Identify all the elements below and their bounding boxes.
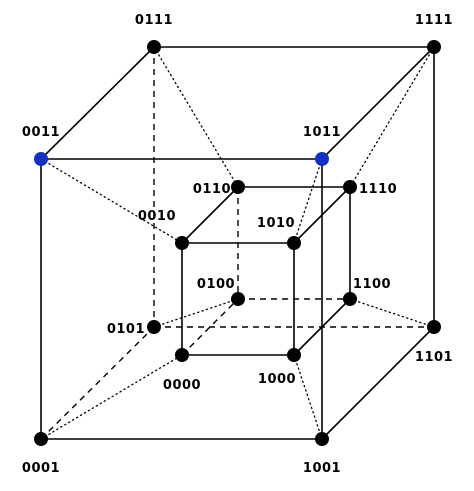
vertex-label-0100: 0100	[197, 277, 235, 292]
vertex-label-0110: 0110	[193, 182, 231, 197]
vertex-1111	[427, 40, 441, 54]
vertex-label-0111: 0111	[135, 13, 173, 28]
vertex-0000	[175, 348, 189, 362]
vertex-0001	[34, 432, 48, 446]
edge-1001-1101	[321, 326, 435, 440]
vertex-0010	[175, 236, 189, 250]
edge-0011-0111	[40, 46, 155, 160]
vertex-0100	[231, 292, 245, 306]
vertex-label-0010: 0010	[138, 209, 176, 224]
vertex-0011	[34, 152, 48, 166]
vertex-label-0000: 0000	[163, 378, 201, 393]
vertex-labels-group: 0111 1111 0011 1011 0110 1110 0010 1010 0100 1100…	[22, 13, 453, 476]
vertex-label-1001: 1001	[303, 461, 341, 476]
vertex-label-0011: 0011	[22, 125, 60, 140]
vertex-label-0001: 0001	[22, 461, 60, 476]
vertex-1100	[343, 292, 357, 306]
vertex-0101	[147, 320, 161, 334]
vertex-label-0101: 0101	[107, 322, 145, 337]
vertex-1010	[287, 236, 301, 250]
vertex-label-1000: 1000	[258, 372, 296, 387]
vertex-label-1111: 1111	[415, 13, 453, 28]
vertex-1110	[343, 180, 357, 194]
edge-0010-0110	[181, 186, 239, 244]
edge-1101-1100	[349, 298, 435, 328]
edge-0001-0000	[40, 354, 183, 440]
edge-0001-0101	[40, 326, 155, 440]
edge-1011-1111	[321, 46, 435, 160]
vertex-1011	[315, 152, 329, 166]
vertex-label-1101: 1101	[415, 350, 453, 365]
vertex-0111	[147, 40, 161, 54]
edge-1000-1100	[293, 298, 351, 356]
edge-0101-0100	[153, 298, 239, 328]
vertex-1001	[315, 432, 329, 446]
vertex-1101	[427, 320, 441, 334]
edge-1011-1010	[293, 158, 323, 244]
vertex-label-1110: 1110	[359, 182, 397, 197]
edge-0011-0010	[40, 158, 183, 244]
vertex-0110	[231, 180, 245, 194]
vertex-label-1100: 1100	[353, 277, 391, 292]
vertex-label-1010: 1010	[257, 216, 295, 231]
vertex-1000	[287, 348, 301, 362]
vertices-group	[34, 40, 441, 446]
edge-0111-0110	[153, 46, 239, 188]
edges-group	[40, 46, 435, 440]
edge-1111-1110	[349, 46, 435, 188]
edge-0000-0100	[181, 298, 239, 356]
edge-1001-1000	[293, 354, 323, 440]
vertex-label-1011: 1011	[303, 125, 341, 140]
edge-1010-1110	[293, 186, 351, 244]
